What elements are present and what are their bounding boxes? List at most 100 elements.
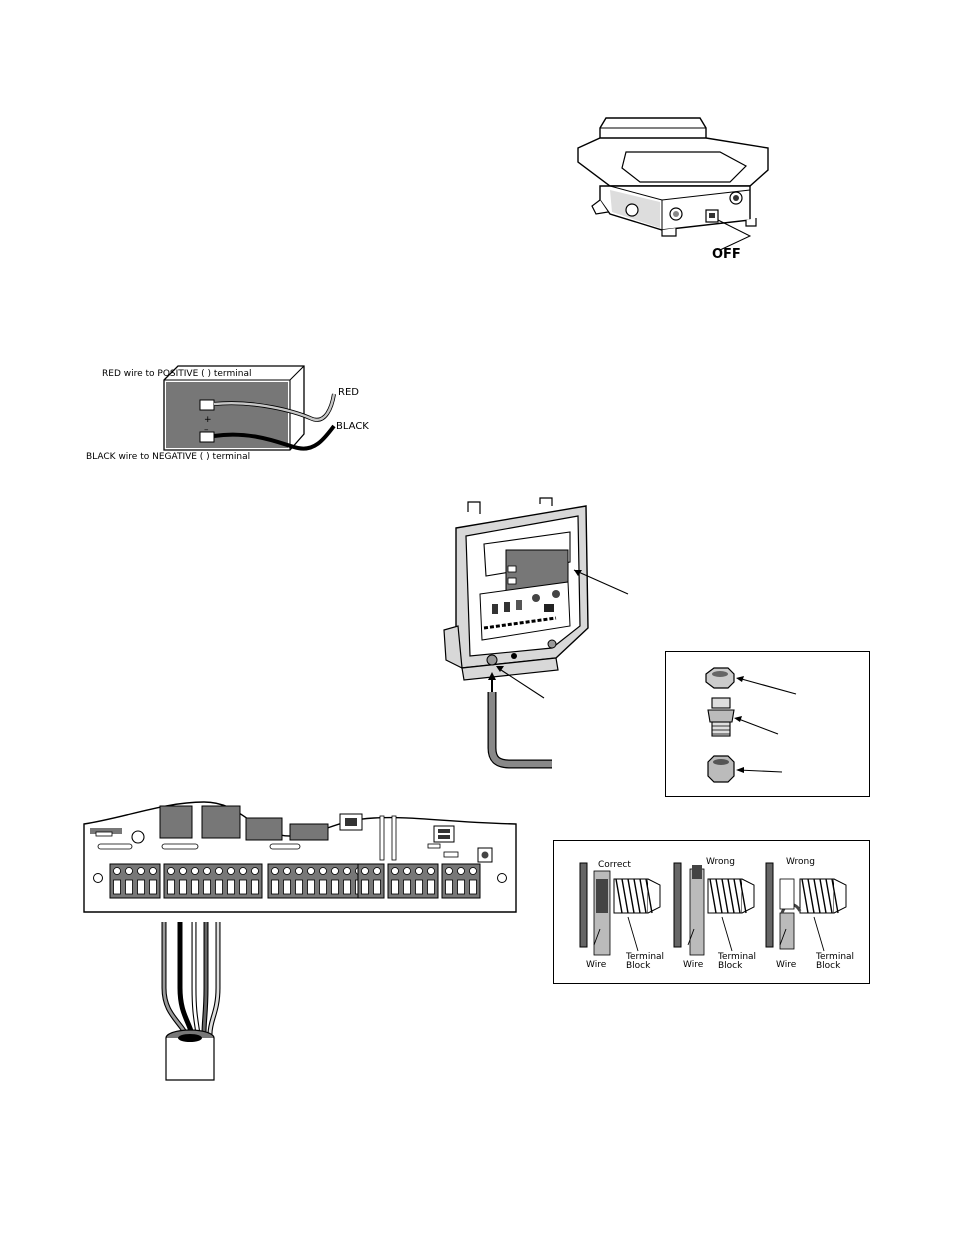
black-wire-label: BLACK xyxy=(336,421,369,432)
terminal-slot xyxy=(361,879,369,895)
terminal-slot xyxy=(239,879,247,895)
fitting-icon xyxy=(707,697,735,737)
wire-strands xyxy=(596,879,608,913)
wire-insulation xyxy=(779,912,795,950)
grommet-icon xyxy=(707,755,735,783)
terminal-slot xyxy=(125,879,133,895)
wrong-label-1: Wrong xyxy=(706,857,735,867)
screw-thread xyxy=(721,878,729,914)
terminal-screw-tip xyxy=(741,878,755,914)
terminal-slot xyxy=(469,879,477,895)
terminal-screw-icon xyxy=(239,867,247,875)
terminal-label-3: Terminal xyxy=(815,952,854,962)
terminal-slot xyxy=(319,879,327,895)
terminal-slot xyxy=(137,879,145,895)
terminal-block xyxy=(267,863,367,899)
terminal-slot xyxy=(373,879,381,895)
block-leader xyxy=(627,916,639,952)
terminal-screw-icon xyxy=(227,867,235,875)
screw-thread xyxy=(627,878,635,914)
screw-thread xyxy=(813,878,821,914)
wire-strands xyxy=(692,865,702,879)
terminal-screw-icon xyxy=(215,867,223,875)
terminal-screw-tip xyxy=(647,878,661,914)
terminal-slot xyxy=(251,879,259,895)
terminal-screw-icon xyxy=(307,867,315,875)
terminal-screw-icon xyxy=(125,867,133,875)
terminal-screw-icon xyxy=(137,867,145,875)
terminal-plate xyxy=(673,862,682,948)
terminal-screw-icon xyxy=(361,867,369,875)
terminal-screw-icon xyxy=(295,867,303,875)
terminal-screw-icon xyxy=(271,867,279,875)
screw-thread xyxy=(739,878,747,914)
terminal-slot xyxy=(271,879,279,895)
screw-thread xyxy=(645,878,653,914)
wire-insertion-figure: Correct Wrong Wrong Wire Terminal Block … xyxy=(553,840,870,984)
terminal-slot xyxy=(149,879,157,895)
terminal-slot xyxy=(307,879,315,895)
terminal-screw-icon xyxy=(179,867,187,875)
battery-drawing: + – RED BLACK RED wire to POSITIVE ( ) t… xyxy=(86,365,369,462)
open-enclosure-drawing xyxy=(443,497,629,769)
terminal-slot xyxy=(445,879,453,895)
terminal-slot xyxy=(167,879,175,895)
terminal-screw-icon xyxy=(331,867,339,875)
screw-thread xyxy=(615,878,623,914)
screw-thread xyxy=(709,878,717,914)
screw-thread xyxy=(639,878,647,914)
terminal-screw-icon xyxy=(251,867,259,875)
terminal-slot xyxy=(203,879,211,895)
controller-figure: OFF xyxy=(570,110,780,270)
black-wire-note: BLACK wire to NEGATIVE ( ) terminal xyxy=(86,452,250,462)
wire-leader xyxy=(687,928,695,946)
terminal-screw-icon xyxy=(457,867,465,875)
terminal-block xyxy=(163,863,263,899)
screw-thread xyxy=(715,878,723,914)
terminal-slot xyxy=(403,879,411,895)
screw-thread xyxy=(621,878,629,914)
terminal-label-1: Terminal xyxy=(625,952,664,962)
terminal-screw-icon xyxy=(391,867,399,875)
terminal-screw-tip xyxy=(833,878,847,914)
nut-icon xyxy=(705,667,735,689)
terminal-screw-icon xyxy=(403,867,411,875)
terminal-slot xyxy=(227,879,235,895)
correct-label: Correct xyxy=(598,860,631,870)
terminal-slot xyxy=(331,879,339,895)
terminal-slot xyxy=(415,879,423,895)
screw-thread xyxy=(733,878,741,914)
fitting-parts-figure xyxy=(665,651,870,797)
terminal-plate xyxy=(579,862,588,948)
screw-thread xyxy=(633,878,641,914)
terminal-screw-icon xyxy=(191,867,199,875)
screw-thread xyxy=(825,878,833,914)
terminal-slot xyxy=(113,879,121,895)
wire-leader xyxy=(779,928,787,946)
off-label: OFF xyxy=(712,247,741,262)
terminal-slot xyxy=(427,879,435,895)
terminal-screw-icon xyxy=(415,867,423,875)
terminal-board-figure xyxy=(83,798,517,1088)
terminal-screw-icon xyxy=(113,867,121,875)
screw-thread xyxy=(819,878,827,914)
terminal-screw-icon xyxy=(343,867,351,875)
block-leader xyxy=(721,916,733,952)
terminal-board-drawing xyxy=(83,801,517,1081)
terminal-screw-icon xyxy=(283,867,291,875)
open-enclosure-figure xyxy=(436,497,636,773)
wire-gap xyxy=(779,878,795,910)
terminal-strip xyxy=(109,863,481,899)
wire-label-1: Wire xyxy=(586,960,607,970)
terminal-screw-icon xyxy=(427,867,435,875)
terminal-slot xyxy=(215,879,223,895)
minus-symbol: – xyxy=(204,425,209,435)
terminal-screw-icon xyxy=(373,867,381,875)
screw-thread xyxy=(807,878,815,914)
battery-figure: + – RED BLACK RED wire to POSITIVE ( ) t… xyxy=(86,360,386,470)
wrong-label-2: Wrong xyxy=(786,857,815,867)
fitting-parts-drawing xyxy=(705,667,797,783)
block-label-2: Block xyxy=(718,961,743,971)
block-label-1: Block xyxy=(626,961,651,971)
screw-thread xyxy=(801,878,809,914)
